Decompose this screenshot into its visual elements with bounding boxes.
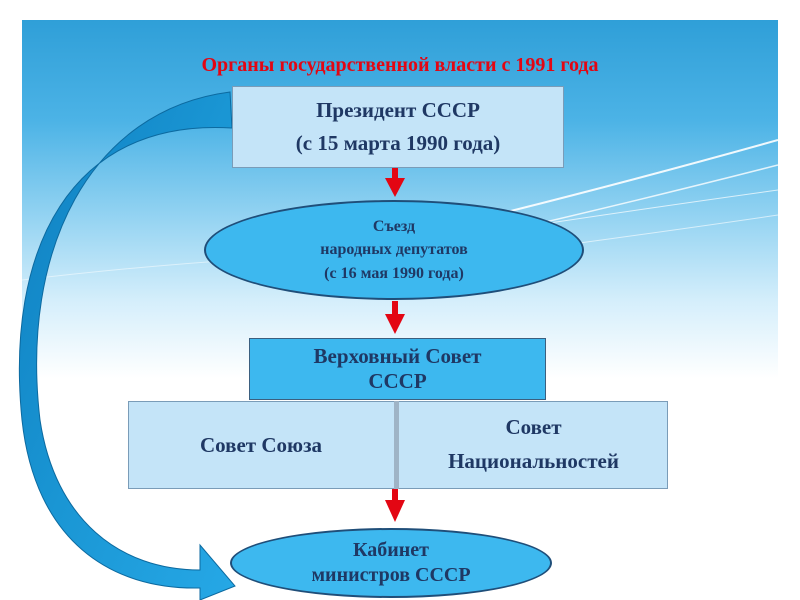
president-label: Президент СССР — [316, 98, 480, 123]
congress-date: (с 16 мая 1990 года) — [324, 264, 464, 282]
president-date: (с 15 марта 1990 года) — [295, 131, 501, 155]
congress-label-line2: народных депутатов — [320, 241, 468, 259]
union-council-box: Совет Союза — [128, 401, 394, 489]
chamber-divider — [394, 401, 399, 489]
slide-title: Органы государственной власти с 1991 год… — [201, 54, 599, 76]
nationalities-council-label-line1: Совет — [505, 415, 562, 440]
cabinet-label-line2: министров СССР — [311, 564, 471, 586]
cabinet-label-line1: Кабинет — [353, 539, 429, 561]
red-down-arrow-icon — [385, 168, 405, 197]
red-down-arrow-icon — [385, 489, 405, 522]
supreme-council-label-line1: Верховный Совет — [313, 343, 482, 368]
supreme-council-label-line2: СССР — [368, 369, 427, 393]
president-box: Президент СССР (с 15 марта 1990 года) — [232, 86, 564, 168]
nationalities-council-box: Совет Национальностей — [399, 401, 668, 489]
congress-ellipse: Съезд народных депутатов (с 16 мая 1990 … — [204, 200, 584, 300]
union-council-label: Совет Союза — [199, 432, 323, 457]
congress-label-line1: Съезд — [372, 218, 416, 236]
red-down-arrow-icon — [385, 301, 405, 334]
cabinet-ellipse: Кабинет министров СССР — [230, 528, 552, 598]
nationalities-council-label-line2: Национальностей — [448, 449, 619, 473]
supreme-council-box: Верховный Совет СССР — [249, 338, 546, 400]
